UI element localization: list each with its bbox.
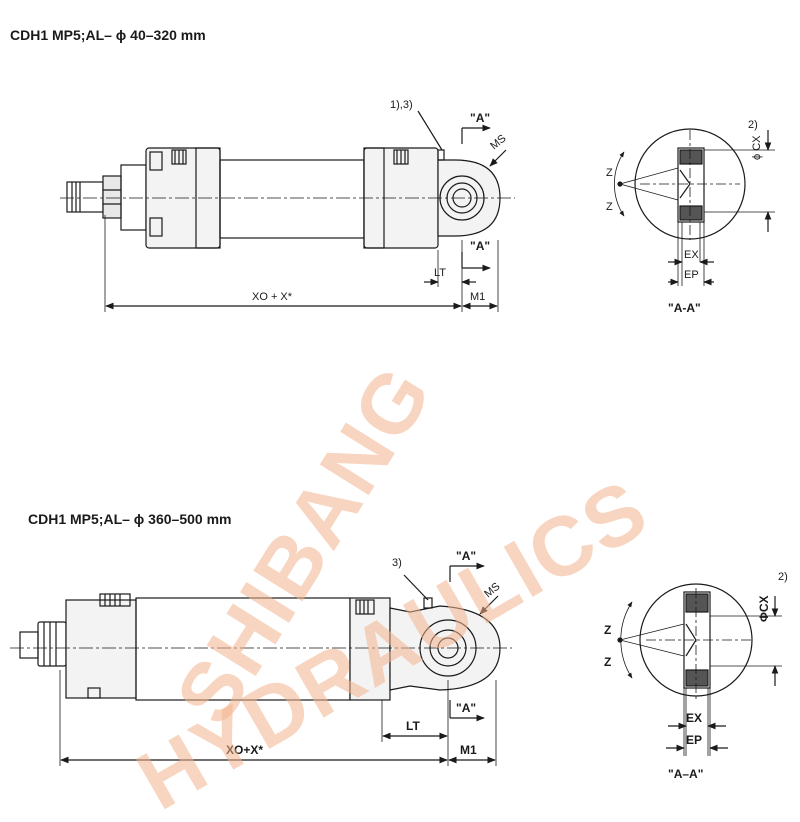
section-1-cx-note: 2) bbox=[748, 119, 758, 131]
view-2-section-marker-bottom: "A" bbox=[456, 701, 476, 715]
section-1-cx: ϕ CX bbox=[751, 135, 763, 160]
view-2-title: CDH1 MP5;AL– ϕ 360–500 mm bbox=[28, 511, 231, 527]
section-view-2: Z Z ΦCX 2) EX EP "A–A" bbox=[604, 571, 788, 781]
section-1-z-bottom: Z bbox=[606, 201, 613, 213]
view-1-section-marker-bottom: "A" bbox=[470, 239, 490, 253]
section-1-ep: EP bbox=[684, 269, 699, 281]
section-2-caption: "A–A" bbox=[668, 767, 703, 781]
view-1: CDH1 MP5;AL– ϕ 40–320 mm bbox=[10, 27, 515, 312]
section-2-cx-note: 2) bbox=[778, 571, 788, 583]
view-1-dim-lt: LT bbox=[434, 267, 446, 279]
view-2-dim-lt: LT bbox=[406, 719, 420, 733]
section-2-cx: ΦCX bbox=[757, 595, 771, 622]
view-2-callout-note: 3) bbox=[392, 557, 402, 569]
cylinder-drawing-2 bbox=[10, 593, 512, 701]
view-2-dim-overall: XO+X* bbox=[226, 743, 263, 757]
section-2-z-bottom: Z bbox=[604, 655, 611, 669]
view-2-section-marker-top: "A" bbox=[456, 549, 476, 563]
view-1-mount-label: MS bbox=[488, 132, 508, 152]
view-1-dim-m1: M1 bbox=[470, 291, 485, 303]
cylinder-drawing-1 bbox=[60, 147, 515, 249]
view-2-dim-m1: M1 bbox=[460, 743, 477, 757]
view-1-dim-overall: XO + X* bbox=[252, 291, 293, 303]
section-1-caption: "A-A" bbox=[668, 301, 701, 315]
section-2-ep: EP bbox=[686, 733, 702, 747]
watermark: SHIBANG HYDRAULICS bbox=[122, 349, 663, 822]
section-1-ex: EX bbox=[684, 249, 699, 261]
view-1-title: CDH1 MP5;AL– ϕ 40–320 mm bbox=[10, 27, 206, 43]
view-2: CDH1 MP5;AL– ϕ 360–500 mm bbox=[10, 511, 512, 766]
section-2-ex: EX bbox=[686, 711, 702, 725]
section-1-z-top: Z bbox=[606, 167, 613, 179]
section-view-1: Z Z ϕ CX 2) EX EP "A-A" bbox=[606, 119, 775, 315]
view-1-callout-note: 1),3) bbox=[390, 99, 413, 111]
section-2-z-top: Z bbox=[604, 623, 611, 637]
view-1-section-marker-top: "A" bbox=[470, 111, 490, 125]
